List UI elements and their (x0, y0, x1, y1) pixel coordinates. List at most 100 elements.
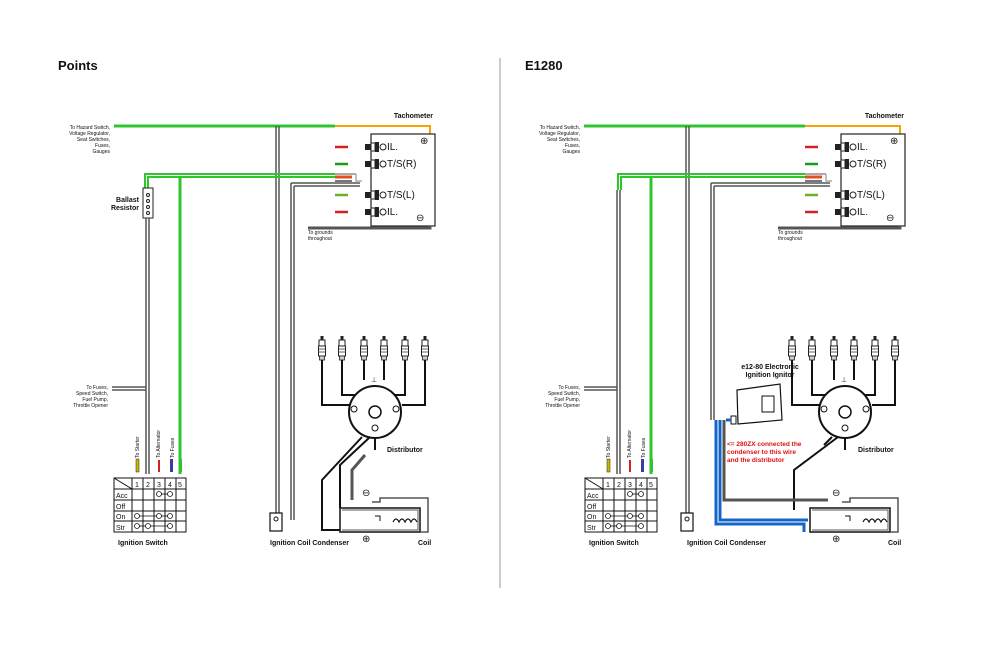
panel-points: Points To Hazard Switch, Voltage Regulat… (58, 58, 436, 547)
svg-text:To Fuses: To Fuses (170, 437, 176, 458)
panel-e1280: E1280 To Hazard Switch, Voltage Regulato… (525, 58, 906, 547)
svg-text:1: 1 (606, 482, 610, 489)
distributor: ⊥ Distributor (348, 377, 423, 454)
svg-text:To grounds: To grounds (308, 230, 333, 236)
svg-text:To Alternator: To Alternator (627, 430, 633, 458)
ignition-coil-condenser: Ignition Coil Condenser (269, 512, 349, 547)
svg-text:4: 4 (168, 482, 172, 489)
electronic-ignitor: e12-80 Electronic Ignition Ignitor (730, 364, 799, 425)
svg-text:IL.: IL. (387, 207, 398, 218)
spark-plugs (318, 335, 429, 361)
svg-text:Speed Switch,: Speed Switch, (548, 391, 580, 397)
ignition-coil: ⊖ ⊕ Coil (809, 488, 901, 547)
svg-text:Fuel Pump,: Fuel Pump, (554, 397, 580, 403)
svg-text:1: 1 (135, 482, 139, 489)
spark-plugs (788, 335, 899, 361)
tachometer: Tachometer ⊕ ⊖ IL. T/S(R) T/S(L) IL. (834, 113, 906, 227)
svg-text:Gauges: Gauges (562, 149, 580, 155)
svg-text:To Fuses,: To Fuses, (86, 385, 108, 391)
ballast-resistor: Ballast Resistor (111, 187, 154, 219)
fuses-label: To Fuses, Speed Switch, Fuel Pump, Throt… (545, 385, 580, 409)
svg-text:⊥: ⊥ (841, 377, 847, 384)
svg-text:Tachometer: Tachometer (865, 113, 904, 120)
distributor: ⊥ Distributor (818, 377, 894, 454)
svg-text:To Starter: To Starter (606, 436, 612, 458)
svg-text:Str: Str (116, 525, 126, 532)
svg-text:Ignition Coil Condenser: Ignition Coil Condenser (270, 540, 349, 547)
svg-text:Str: Str (587, 525, 597, 532)
svg-text:To Hazard Switch,: To Hazard Switch, (70, 125, 110, 131)
svg-text:⊕: ⊕ (832, 534, 840, 545)
svg-text:5: 5 (178, 482, 182, 489)
svg-text:3: 3 (628, 482, 632, 489)
svg-text:Voltage Regulator,: Voltage Regulator, (69, 131, 110, 137)
panel-title: E1280 (525, 58, 563, 73)
svg-text:5: 5 (649, 482, 653, 489)
svg-text:Fuses,: Fuses, (95, 143, 110, 149)
svg-text:2: 2 (146, 482, 150, 489)
svg-text:Resistor: Resistor (111, 205, 139, 212)
svg-text:⊥: ⊥ (371, 377, 377, 384)
svg-text:Distributor: Distributor (858, 447, 894, 454)
svg-text:T/S(L): T/S(L) (857, 190, 885, 201)
svg-text:Throttle Opener: Throttle Opener (545, 403, 580, 409)
switch-top-labels: To Starter To Alternator To Fuses (606, 430, 647, 458)
switch-top-labels: To Starter To Alternator To Fuses (135, 430, 176, 458)
ignition-coil-condenser: Ignition Coil Condenser (680, 512, 766, 547)
svg-text:Fuel Pump,: Fuel Pump, (82, 397, 108, 403)
svg-text:Ignition Switch: Ignition Switch (118, 540, 168, 547)
svg-text:⊖: ⊖ (416, 213, 424, 224)
svg-text:Acc: Acc (116, 493, 128, 500)
hazard-label: To Hazard Switch, Voltage Regulator, Sea… (539, 125, 580, 155)
ignition-coil: ⊖ ⊕ Coil (339, 488, 431, 547)
svg-text:2: 2 (617, 482, 621, 489)
svg-text:and the distributor: and the distributor (727, 457, 785, 464)
svg-text:throughout: throughout (778, 236, 803, 242)
svg-text:Tachometer: Tachometer (394, 113, 433, 120)
svg-text:Off: Off (587, 504, 596, 511)
condenser-note: <= 280ZX connected the condenser to this… (727, 441, 802, 464)
svg-text:Throttle Opener: Throttle Opener (73, 403, 108, 409)
svg-text:e12-80 Electronic: e12-80 Electronic (741, 364, 799, 371)
svg-text:Ignition Ignitor: Ignition Ignitor (746, 372, 795, 379)
svg-text:Speed Switch,: Speed Switch, (76, 391, 108, 397)
svg-text:To Starter: To Starter (135, 436, 141, 458)
svg-text:IL.: IL. (857, 207, 868, 218)
ignition-switch: To Starter To Alternator To Fuses 1 2 3 … (584, 430, 658, 547)
svg-text:T/S(R): T/S(R) (387, 159, 416, 170)
svg-text:Ignition Coil Condenser: Ignition Coil Condenser (687, 540, 766, 547)
svg-text:IL.: IL. (387, 142, 398, 153)
svg-text:To Fuses: To Fuses (641, 437, 647, 458)
svg-text:On: On (116, 514, 125, 521)
svg-text:⊕: ⊕ (362, 534, 370, 545)
svg-text:T/S(L): T/S(L) (387, 190, 415, 201)
panel-title: Points (58, 58, 98, 73)
svg-text:throughout: throughout (308, 236, 333, 242)
svg-text:⊕: ⊕ (420, 136, 428, 147)
svg-text:Fuses,: Fuses, (565, 143, 580, 149)
svg-text:condenser to this wire: condenser to this wire (727, 449, 796, 456)
svg-text:On: On (587, 514, 596, 521)
svg-text:To Fuses,: To Fuses, (558, 385, 580, 391)
svg-text:Off: Off (116, 504, 125, 511)
svg-text:⊖: ⊖ (362, 488, 370, 499)
svg-text:Voltage Regulator,: Voltage Regulator, (539, 131, 580, 137)
svg-text:Gauges: Gauges (92, 149, 110, 155)
svg-text:Ignition Switch: Ignition Switch (589, 540, 639, 547)
svg-text:⊖: ⊖ (886, 213, 894, 224)
tachometer: Tachometer ⊕ ⊖ IL. T/S(R) T/S(L) IL. (364, 113, 436, 227)
hazard-label: To Hazard Switch, Voltage Regulator, Sea… (69, 125, 110, 155)
svg-text:4: 4 (639, 482, 643, 489)
svg-text:Seat Switches,: Seat Switches, (77, 137, 110, 143)
svg-text:<= 280ZX connected the: <= 280ZX connected the (727, 441, 802, 448)
svg-text:⊖: ⊖ (832, 488, 840, 499)
svg-text:To grounds: To grounds (778, 230, 803, 236)
svg-text:Seat Switches,: Seat Switches, (547, 137, 580, 143)
svg-text:To Hazard Switch,: To Hazard Switch, (540, 125, 580, 131)
svg-text:Distributor: Distributor (387, 447, 423, 454)
svg-text:T/S(R): T/S(R) (857, 159, 886, 170)
svg-text:IL.: IL. (857, 142, 868, 153)
ignition-switch: To Starter To Alternator To Fuses 1 2 3 … (113, 430, 187, 547)
fuses-label: To Fuses, Speed Switch, Fuel Pump, Throt… (73, 385, 108, 409)
